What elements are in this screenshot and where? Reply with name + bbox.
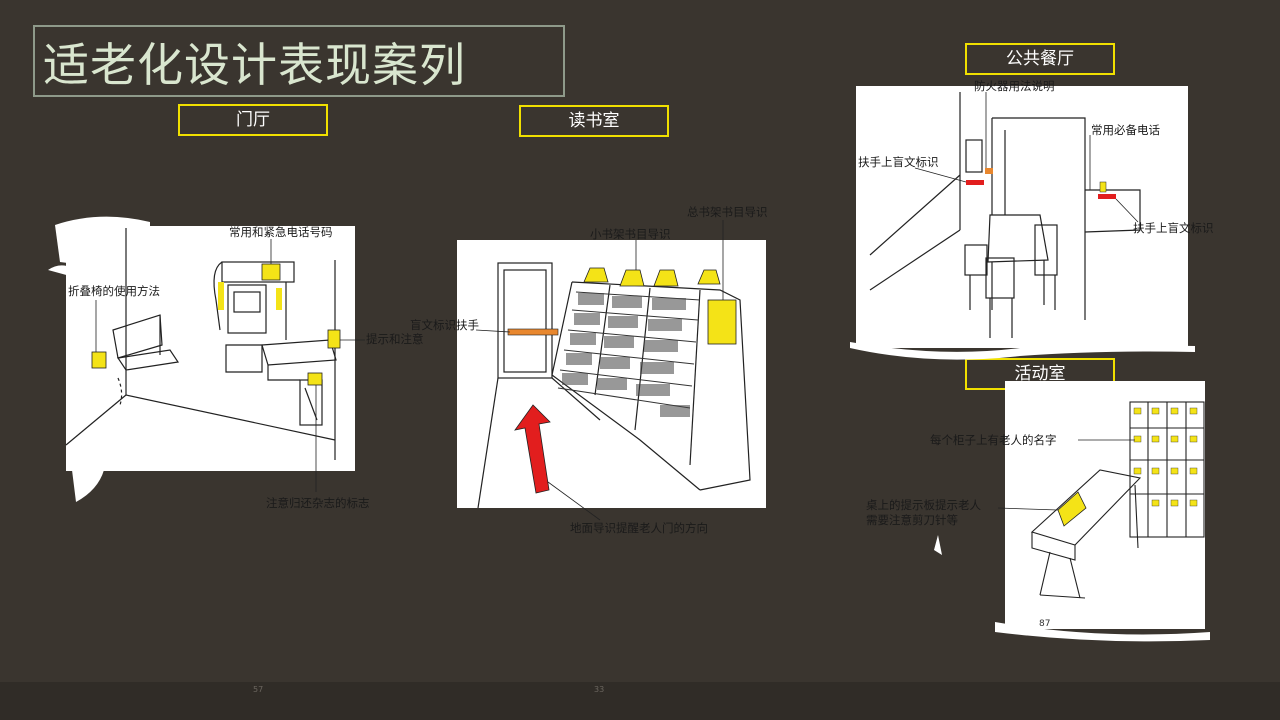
annotation-cabinet-names: 每个柜子上有老人的名字	[930, 434, 1057, 447]
title-box: 适老化设计表现案列	[33, 25, 565, 97]
section-label-lobby: 门厅	[178, 104, 328, 136]
annotation-small-shelf-guide: 小书架书目导识	[590, 228, 671, 241]
page-number: 87	[1039, 619, 1050, 629]
section-label-dining: 公共餐厅	[965, 43, 1115, 75]
annotation-folding-chair: 折叠椅的使用方法	[68, 285, 160, 298]
annotation-braille-left: 扶手上盲文标识	[858, 156, 939, 169]
annotation-table-tip-line1: 桌上的提示板提示老人	[866, 499, 981, 512]
footer-mark-right: 33	[594, 685, 604, 694]
annotation-tips: 提示和注意	[366, 333, 424, 346]
page-title: 适老化设计表现案列	[43, 29, 466, 95]
annotation-table-tip-line2: 需要注意剪刀针等	[866, 514, 958, 527]
annotation-phone-numbers: 常用和紧急电话号码	[229, 226, 333, 239]
annotation-floor-guide: 地面导识提醒老人门的方向	[570, 522, 708, 535]
section-label-activity: 活动室	[965, 358, 1115, 390]
annotation-common-phone: 常用必备电话	[1091, 124, 1160, 137]
footer-bar: 57 33	[0, 682, 1280, 720]
annotation-braille-handrail: 盲文标识扶手	[410, 319, 479, 332]
annotation-main-shelf-guide: 总书架书目导识	[687, 206, 768, 219]
annotation-braille-right: 扶手上盲文标识	[1133, 222, 1214, 235]
annotation-return-sign: 注意归还杂志的标志	[266, 497, 370, 510]
section-label-reading: 读书室	[519, 105, 669, 137]
footer-mark-left: 57	[253, 685, 263, 694]
annotation-fire-instructions: 防火器用法说明	[974, 80, 1055, 93]
